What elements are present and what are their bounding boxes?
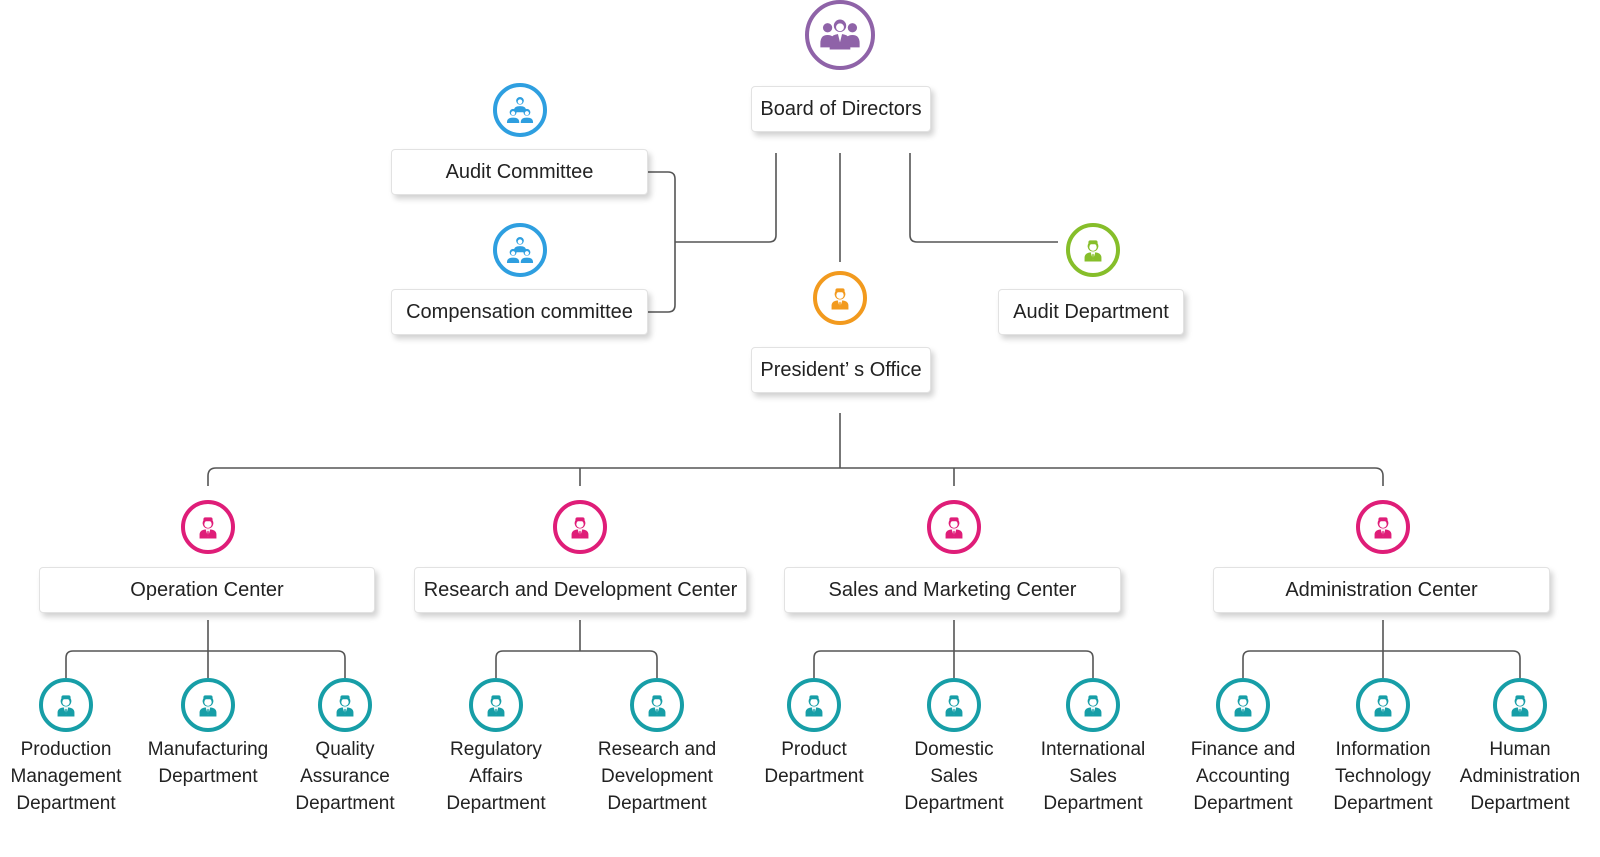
connector-rd-departments [495,620,658,678]
connector-operation-departments [65,620,346,678]
audit-department-box[interactable]: Audit Department [998,289,1184,335]
it-dept-person-icon [1356,678,1410,732]
quality-dept-person-icon [318,678,372,732]
admin-center-box[interactable]: Administration Center [1213,567,1550,613]
audit-department-person-icon [1066,223,1120,277]
compensation-committee-box[interactable]: Compensation committee [391,289,648,335]
audit-department-label: Audit Department [1013,300,1169,323]
product-dept-person-icon [787,678,841,732]
president-office-box[interactable]: President’ s Office [751,347,931,393]
president-person-icon [813,271,867,325]
board-of-directors-label: Board of Directors [760,97,922,120]
audit-committee-icon [493,83,547,137]
compensation-committee-icon [493,223,547,277]
connector-committees-bracket [648,171,676,313]
connector-sales-departments [813,620,1094,678]
domestic-sales-dept-person-icon [927,678,981,732]
sales-center-box[interactable]: Sales and Marketing Center [784,567,1121,613]
admin-center-label: Administration Center [1285,578,1478,601]
production-dept-person-icon [39,678,93,732]
rd-center-person-icon [553,500,607,554]
rd-dept-person-icon [630,678,684,732]
audit-committee-box[interactable]: Audit Committee [391,149,648,195]
admin-center-person-icon [1356,500,1410,554]
board-of-directors-box[interactable]: Board of Directors [751,86,931,132]
connector-board-audit [909,153,1058,243]
international-sales-dept-person-icon [1066,678,1120,732]
regulatory-dept-person-icon [469,678,523,732]
operation-center-label: Operation Center [130,578,284,601]
operation-center-box[interactable]: Operation Center [39,567,375,613]
manufacturing-dept-person-icon [181,678,235,732]
sales-center-person-icon [927,500,981,554]
board-group-icon [805,0,875,70]
operation-center-person-icon [181,500,235,554]
rd-center-box[interactable]: Research and Development Center [414,567,747,613]
president-office-label: President’ s Office [760,358,922,381]
compensation-committee-label: Compensation committee [406,300,633,323]
rd-center-label: Research and Development Center [423,578,738,601]
audit-committee-label: Audit Committee [445,160,594,183]
connector-centers-bus [207,467,1384,486]
hr-dept-person-icon [1493,678,1547,732]
connector-admin-departments [1242,620,1521,678]
connector-board-committees [675,153,777,243]
sales-center-label: Sales and Marketing Center [828,578,1077,601]
finance-dept-person-icon [1216,678,1270,732]
